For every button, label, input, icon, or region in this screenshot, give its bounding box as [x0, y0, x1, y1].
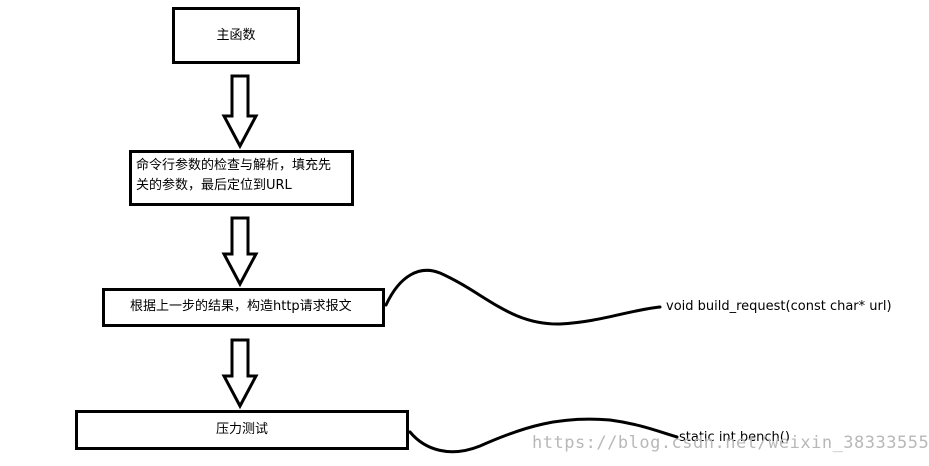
- callout-line-build: [384, 268, 662, 326]
- arrow-build-to-bench: [221, 338, 259, 410]
- node-stress-test: 压力测试: [75, 410, 409, 450]
- node-main-label: 主函数: [216, 28, 256, 43]
- node-parse-label-line1: 命令行参数的检查与解析，填充先: [136, 158, 332, 173]
- annotation-build-request: void build_request(const char* url): [666, 299, 892, 314]
- node-build-label: 根据上一步的结果，构造http请求报文: [130, 299, 352, 314]
- callout-line-bench: [408, 417, 679, 454]
- node-main-function: 主函数: [172, 7, 300, 64]
- node-bench-label: 压力测试: [215, 422, 268, 437]
- annotation-bench: static int bench(): [679, 430, 790, 445]
- watermark-text: https://blog.csdn.net/weixin_38333555: [532, 433, 929, 453]
- node-argument-parsing: 命令行参数的检查与解析，填充先 关的参数，最后定位到URL: [129, 150, 354, 206]
- node-build-request: 根据上一步的结果，构造http请求报文: [102, 288, 385, 327]
- node-parse-label-line2: 关的参数，最后定位到URL: [136, 178, 292, 193]
- arrow-main-to-parse: [221, 74, 259, 150]
- arrow-parse-to-build: [221, 216, 259, 288]
